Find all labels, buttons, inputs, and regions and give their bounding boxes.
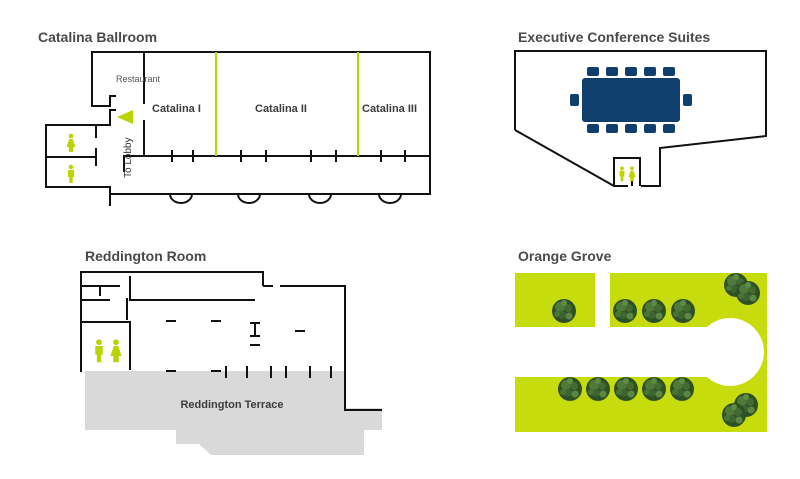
restaurant-label: Restaurant <box>116 74 161 84</box>
reddington-room-plan: Reddington Room Reddington Terrace <box>80 248 382 455</box>
ballroom-walls <box>45 51 431 206</box>
orange-grove-title: Orange Grove <box>518 248 612 264</box>
catalina-ballroom-title: Catalina Ballroom <box>38 29 157 45</box>
reddington-walls <box>80 271 382 411</box>
to-lobby-label: To Lobby <box>123 137 134 178</box>
conference-chairs <box>570 67 692 133</box>
restroom-icon <box>619 166 636 182</box>
arrow-left-icon <box>117 110 133 124</box>
restroom-icon <box>95 339 122 363</box>
catalina-ii-label: Catalina II <box>255 103 307 115</box>
catalina-i-label: Catalina I <box>152 103 201 115</box>
reddington-room-title: Reddington Room <box>85 248 206 264</box>
executive-suites-title: Executive Conference Suites <box>518 29 710 45</box>
reddington-terrace-area <box>85 371 382 455</box>
reddington-terrace-label: Reddington Terrace <box>180 399 283 411</box>
catalina-iii-label: Catalina III <box>362 103 417 115</box>
catalina-ballroom-plan: Catalina Ballroom <box>38 29 431 206</box>
executive-suites-plan: Executive Conference Suites <box>514 29 767 187</box>
orange-grove-plan: Orange Grove <box>515 248 767 432</box>
executive-walls <box>514 50 767 187</box>
conference-table <box>570 67 692 133</box>
restroom-icon <box>66 133 76 183</box>
ballroom-bays <box>169 193 402 204</box>
ballroom-doors <box>171 150 406 162</box>
